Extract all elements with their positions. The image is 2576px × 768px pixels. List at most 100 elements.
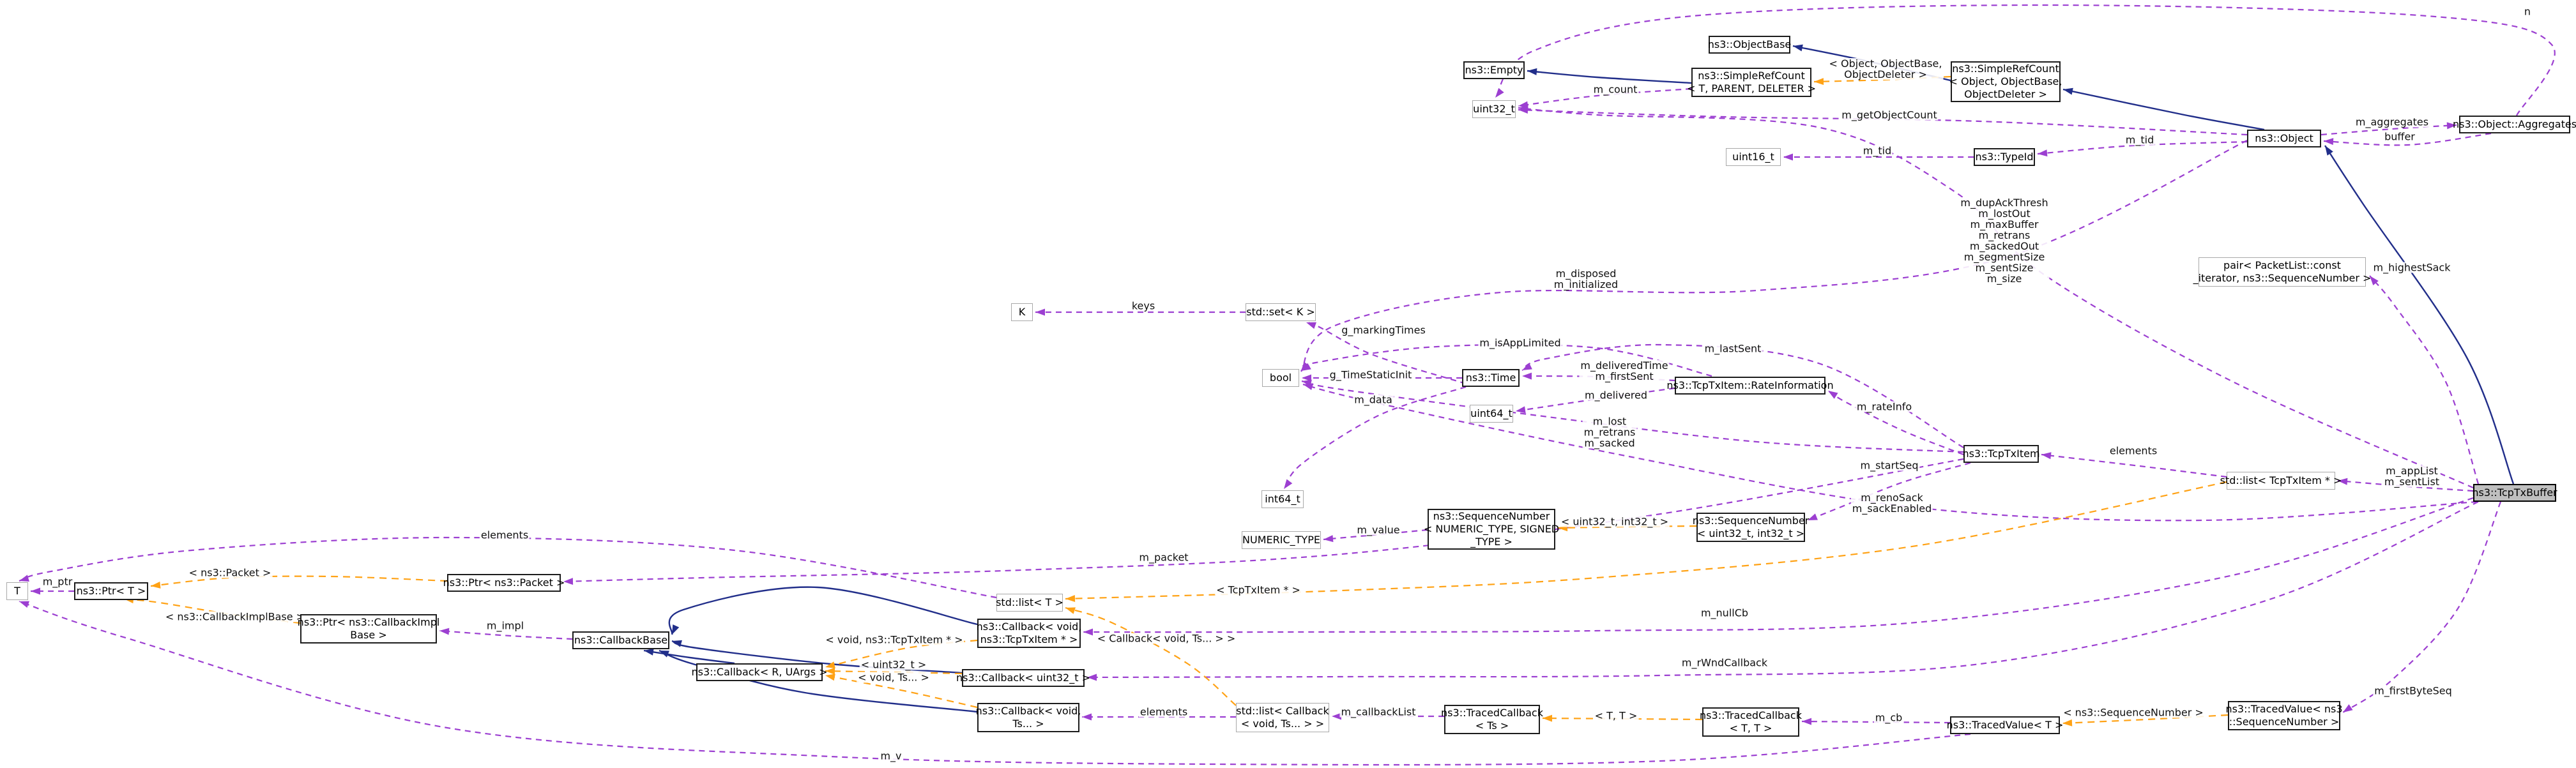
class-node-typeid[interactable]: ns3::TypeId (1974, 148, 2035, 166)
class-node-pair[interactable]: pair< PacketList::const_iterator, ns3::S… (2193, 257, 2371, 287)
node-label-line: ns3::TcpTxItem * > (980, 633, 1078, 645)
class-node-list_cb[interactable]: std::list< Callback< void, Ts... > > (1236, 703, 1329, 732)
class-node-seq_inst[interactable]: ns3::SequenceNumber< uint32_t, int32_t > (1693, 513, 1809, 542)
class-node-cb_u32[interactable]: ns3::Callback< uint32_t > (956, 669, 1090, 687)
node-label-line: < Ts > (1475, 719, 1509, 732)
class-node-tv_seq[interactable]: ns3::TracedValue< ns3::SequenceNumber > (2225, 701, 2343, 730)
edge-label-tmpl_seqnum: < ns3::SequenceNumber > (2062, 706, 2205, 719)
edge-use-m_data (1283, 386, 1467, 490)
class-node-tv_t[interactable]: ns3::TracedValue< T > (1947, 716, 2063, 734)
edge-use-m_deliveredtime (1521, 372, 1675, 382)
edge-label-m_highestsack: m_highestSack (2372, 261, 2452, 274)
node-label-line: ns3::TypeId (1975, 151, 2034, 163)
edge-use-m_nullcb (1083, 497, 2474, 636)
edge-use-elements-b (19, 536, 997, 599)
class-node-rateinfo[interactable]: ns3::TcpTxItem::RateInformation (1666, 377, 1834, 395)
node-label-line: T (14, 585, 20, 597)
node-label-line: ns3::Callback< void, (975, 705, 1081, 717)
class-node-uint16[interactable]: uint16_t (1726, 148, 1781, 166)
class-node-objectbase[interactable]: ns3::ObjectBase (1707, 36, 1792, 54)
edge-tmpl-listcb-listt (1065, 606, 1237, 706)
edge-inh-cbtxitem-cbbase (668, 586, 978, 635)
edge-label-n: n (2522, 5, 2533, 18)
node-label-line: Ts... > (1012, 718, 1044, 730)
node-label-line: ns3::TracedCallback (1441, 707, 1543, 719)
class-node-ptr_packet[interactable]: ns3::Ptr< ns3::Packet > (443, 574, 565, 592)
class-node-int64[interactable]: int64_t (1261, 490, 1304, 508)
class-node-tcb_ts[interactable]: ns3::TracedCallback< Ts > (1441, 705, 1543, 734)
node-label-line: < T, T > (1729, 722, 1772, 734)
class-node-seq_gen[interactable]: ns3::SequenceNumber< NUMERIC_TYPE, SIGNE… (1424, 509, 1559, 550)
class-node-txitem[interactable]: ns3::TcpTxItem (1962, 445, 2040, 463)
class-node-src_t[interactable]: ns3::SimpleRefCount< T, PARENT, DELETER … (1687, 68, 1816, 97)
class-node-uint32[interactable]: uint32_t (1472, 100, 1516, 118)
class-node-aggregates[interactable]: ns3::Object::Aggregates (2453, 116, 2576, 133)
node-label-line: ObjectDeleter > (1964, 88, 2047, 100)
class-node-cb_txitem[interactable]: ns3::Callback< void,ns3::TcpTxItem * > (977, 619, 1081, 648)
class-node-ptr_t[interactable]: ns3::Ptr< T > (74, 582, 148, 600)
edge-label-m_delivered: m_delivered (1583, 389, 1649, 402)
class-node-object[interactable]: ns3::Object (2247, 130, 2321, 147)
node-label-line: std::set< K > (1246, 306, 1315, 318)
class-node-cb_voidts[interactable]: ns3::Callback< void,Ts... > (975, 703, 1081, 732)
edge-label-elements_a: elements (2108, 444, 2159, 457)
edge-use-m_v (19, 600, 1971, 766)
node-label-line: ns3::Object (2255, 132, 2313, 144)
edge-label-getobjectcount: m_getObjectCount (1840, 109, 1939, 121)
class-node-src_obj[interactable]: ns3::SimpleRefCount< Object, ObjectBase,… (1949, 61, 2062, 102)
edge-label-m_isapplimited: m_isAppLimited (1478, 336, 1562, 349)
edge-label-m_data: m_data (1353, 393, 1394, 406)
node-label-line: pair< PacketList::const (2223, 259, 2341, 271)
class-node-tcb_tt[interactable]: ns3::TracedCallback< T, T > (1700, 707, 1802, 737)
node-label-line: ns3::TcpTxBuffer (2472, 486, 2557, 499)
class-node-uint64[interactable]: uint64_t (1470, 405, 1513, 423)
node-label-line: < uint32_t, int32_t > (1696, 527, 1805, 539)
node-label-line: NUMERIC_TYPE (1242, 534, 1320, 546)
node-label-line: uint64_t (1470, 407, 1513, 419)
edge-label-elements_b: elements (479, 529, 530, 541)
class-node-numeric[interactable]: NUMERIC_TYPE (1242, 531, 1321, 549)
node-label-line: int64_t (1265, 493, 1300, 505)
node-label-line: ns3::SimpleRefCount (1952, 63, 2059, 75)
node-label-line: ns3::SequenceNumber (1692, 515, 1810, 527)
edge-use-m_impl (439, 628, 573, 640)
class-node-list_t[interactable]: std::list< T > (996, 594, 1063, 612)
node-label-line: ns3::ObjectBase (1707, 38, 1792, 50)
edge-tmpl-tvseq-tvt (2062, 714, 2229, 727)
class-node-k[interactable]: K (1011, 303, 1033, 321)
edge-use-m_packet (563, 458, 1964, 585)
class-node-bool[interactable]: bool (1262, 369, 1299, 387)
class-node-list_txitem[interactable]: std::list< TcpTxItem * > (2220, 472, 2342, 490)
node-label-line: K (1018, 306, 1026, 318)
edge-use-m_disposed (1300, 140, 2248, 372)
node-label-line: std::list< TcpTxItem * > (2220, 474, 2342, 486)
edge-label-m_firstbyteseq: m_firstByteSeq (2373, 684, 2453, 697)
class-node-empty[interactable]: ns3::Empty (1463, 61, 1525, 79)
class-node-t[interactable]: T (6, 582, 28, 600)
edge-label-g_timestaticinit: g_TimeStaticInit (1328, 368, 1414, 381)
edge-label-m_tid_b: m_tid (2124, 133, 2156, 146)
node-label-line: < NUMERIC_TYPE, SIGNED (1423, 523, 1560, 535)
node-label-line: Base > (350, 629, 387, 641)
class-node-cbbase[interactable]: ns3::CallbackBase (572, 631, 669, 649)
edge-use-buffer (2323, 132, 2492, 146)
edge-label-m_rateinfo: m_rateInfo (1855, 400, 1914, 413)
node-label-line: bool (1269, 372, 1292, 384)
edge-use-m_lastsent (1521, 343, 1964, 448)
target-class-node-tcptxbuffer[interactable]: ns3::TcpTxBuffer (2472, 484, 2557, 502)
edge-label-m_value: m_value (1355, 523, 1401, 536)
class-node-set_k[interactable]: std::set< K > (1246, 303, 1316, 321)
edge-use-m_rateinfo (1827, 390, 1964, 456)
class-node-time[interactable]: ns3::Time (1462, 369, 1520, 387)
class-node-cb_r[interactable]: ns3::Callback< R, UArgs > (691, 663, 828, 681)
edge-label-m_lastsent: m_lastSent (1703, 342, 1763, 355)
node-label-line: std::list< T > (996, 596, 1063, 608)
node-label-line: < T, PARENT, DELETER > (1686, 82, 1817, 94)
edge-use-m_startseq (1807, 462, 1971, 522)
node-label-line: _iterator, ns3::SequenceNumber > (2193, 272, 2372, 284)
